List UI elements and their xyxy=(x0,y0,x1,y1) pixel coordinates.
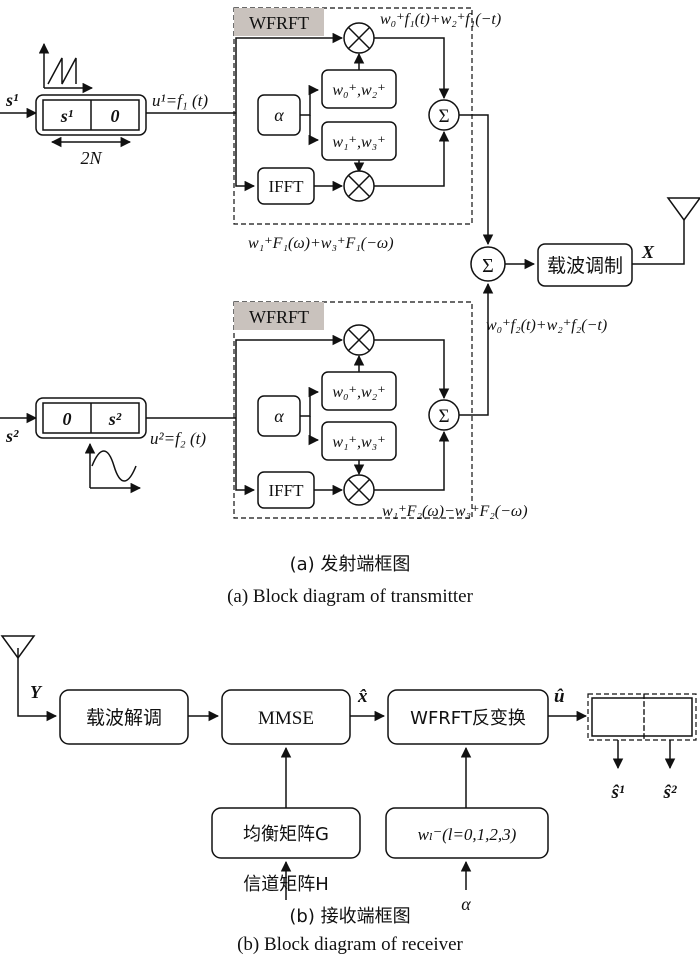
u-hat: û xyxy=(554,686,565,707)
channel-matrix: 信道矩阵H xyxy=(243,874,329,895)
mmse: MMSE xyxy=(258,708,314,729)
multiplier-bottom-1 xyxy=(343,170,375,202)
caption-a-en: (a) Block diagram of transmitter xyxy=(227,586,474,607)
caption-a-cn: (a) 发射端框图 xyxy=(290,554,411,575)
carrier-modulation-box xyxy=(537,243,633,287)
antenna-feed-rx xyxy=(17,648,58,722)
wfrft-tag-2: WFRFT xyxy=(249,307,309,327)
input-y: Y xyxy=(30,682,43,702)
caption-b-en: (b) Block diagram of receiver xyxy=(237,934,463,955)
wfrft-block-1 xyxy=(233,7,473,225)
sine-wave-icon xyxy=(84,442,142,494)
buffer-1-left: s¹ xyxy=(60,106,73,126)
input-label-1: s¹ xyxy=(5,90,18,110)
carrier-demod-box xyxy=(59,689,189,745)
u2-label: u²=f₂ (t) xyxy=(150,429,206,448)
wfrft-tag-1-bg xyxy=(234,8,324,36)
weights-rx: wₗ⁻(l=0,1,2,3) xyxy=(418,825,517,844)
output-buffer xyxy=(591,697,693,737)
wfrft-inverse: WFRFT反变换 xyxy=(410,708,526,729)
x-hat: x̂ xyxy=(357,686,368,707)
antenna-icon-rx xyxy=(0,635,36,660)
sawtooth-icon xyxy=(38,42,94,94)
weights-even-2: w₀⁺,w₂⁺ xyxy=(332,384,385,401)
receiver: Y 载波解调 MMSE x̂ WFRFT反变换 û ŝ¹ ŝ² 均衡矩阵G 信道… xyxy=(0,635,697,914)
output-split-1 xyxy=(587,693,645,741)
buffer-2-left: 0 xyxy=(63,409,72,429)
multiplier-bottom-2 xyxy=(343,474,375,506)
weights-odd-1: w₁⁺,w₃⁺ xyxy=(332,134,385,151)
output-x: X xyxy=(641,242,655,262)
sum-1-symbol: Σ xyxy=(438,106,449,127)
multiplier-top-1 xyxy=(343,22,375,54)
equalizer: 均衡矩阵G xyxy=(243,824,329,845)
expr-time-2: w₀⁺f₂(t)+w₂⁺f₂(−t) xyxy=(486,317,607,334)
carrier-modulation: 载波调制 xyxy=(547,255,623,277)
expr-freq-2: w₁⁺F₂(ω)−w₃⁺F₂(−ω) xyxy=(382,503,528,520)
transmitter-branch-1: s¹ s¹ 0 2N u¹=f₁ (t) WFRFT α w₀⁺,w₂⁺ w₁⁺… xyxy=(0,7,501,252)
u1-label: u¹=f₁ (t) xyxy=(152,91,208,110)
width-label: 2N xyxy=(80,148,102,168)
wfrft-tag-2-bg xyxy=(234,302,324,330)
expr-time-1: w₀⁺f₁(t)+w₂⁺f₁(−t) xyxy=(380,11,501,28)
antenna-icon-tx xyxy=(666,197,700,222)
wfrft-inverse-box xyxy=(387,689,549,745)
multiplier-top-2 xyxy=(343,324,375,356)
alpha-2: α xyxy=(274,406,284,426)
wfrft-block-2 xyxy=(233,301,473,519)
s2-hat: ŝ² xyxy=(662,782,677,803)
sum-main-symbol: Σ xyxy=(482,255,494,277)
buffer-2-right: s² xyxy=(108,409,122,429)
equalizer-box xyxy=(211,807,361,859)
carrier-demod: 载波解调 xyxy=(86,707,162,729)
ifft-1: IFFT xyxy=(269,177,305,196)
alpha-rx: α xyxy=(461,894,471,914)
antenna-feed-tx xyxy=(632,210,685,265)
sum-2-symbol: Σ xyxy=(438,406,449,427)
weights-odd-2: w₁⁺,w₃⁺ xyxy=(332,434,385,451)
wfrft-tag-1: WFRFT xyxy=(249,13,309,33)
input-label-2: s² xyxy=(5,426,19,446)
buffer-1-right: 0 xyxy=(111,106,120,126)
caption-b-cn: (b) 接收端框图 xyxy=(289,906,410,927)
alpha-1: α xyxy=(274,105,284,125)
combiner: Σ 载波调制 X xyxy=(470,197,700,287)
ifft-2: IFFT xyxy=(269,481,305,500)
transmitter-branch-2: s² 0 s² u²=f₂ (t) WFRFT α w₀⁺,w₂⁺ w₁⁺,w₃… xyxy=(0,282,607,520)
mmse-box xyxy=(221,689,351,745)
weights-box-rx xyxy=(385,807,549,859)
s1-hat: ŝ¹ xyxy=(610,782,624,803)
expr-freq-1: w₁⁺F₁(ω)+w₃⁺F₁(−ω) xyxy=(248,235,394,252)
weights-even-1: w₀⁺,w₂⁺ xyxy=(332,82,385,99)
